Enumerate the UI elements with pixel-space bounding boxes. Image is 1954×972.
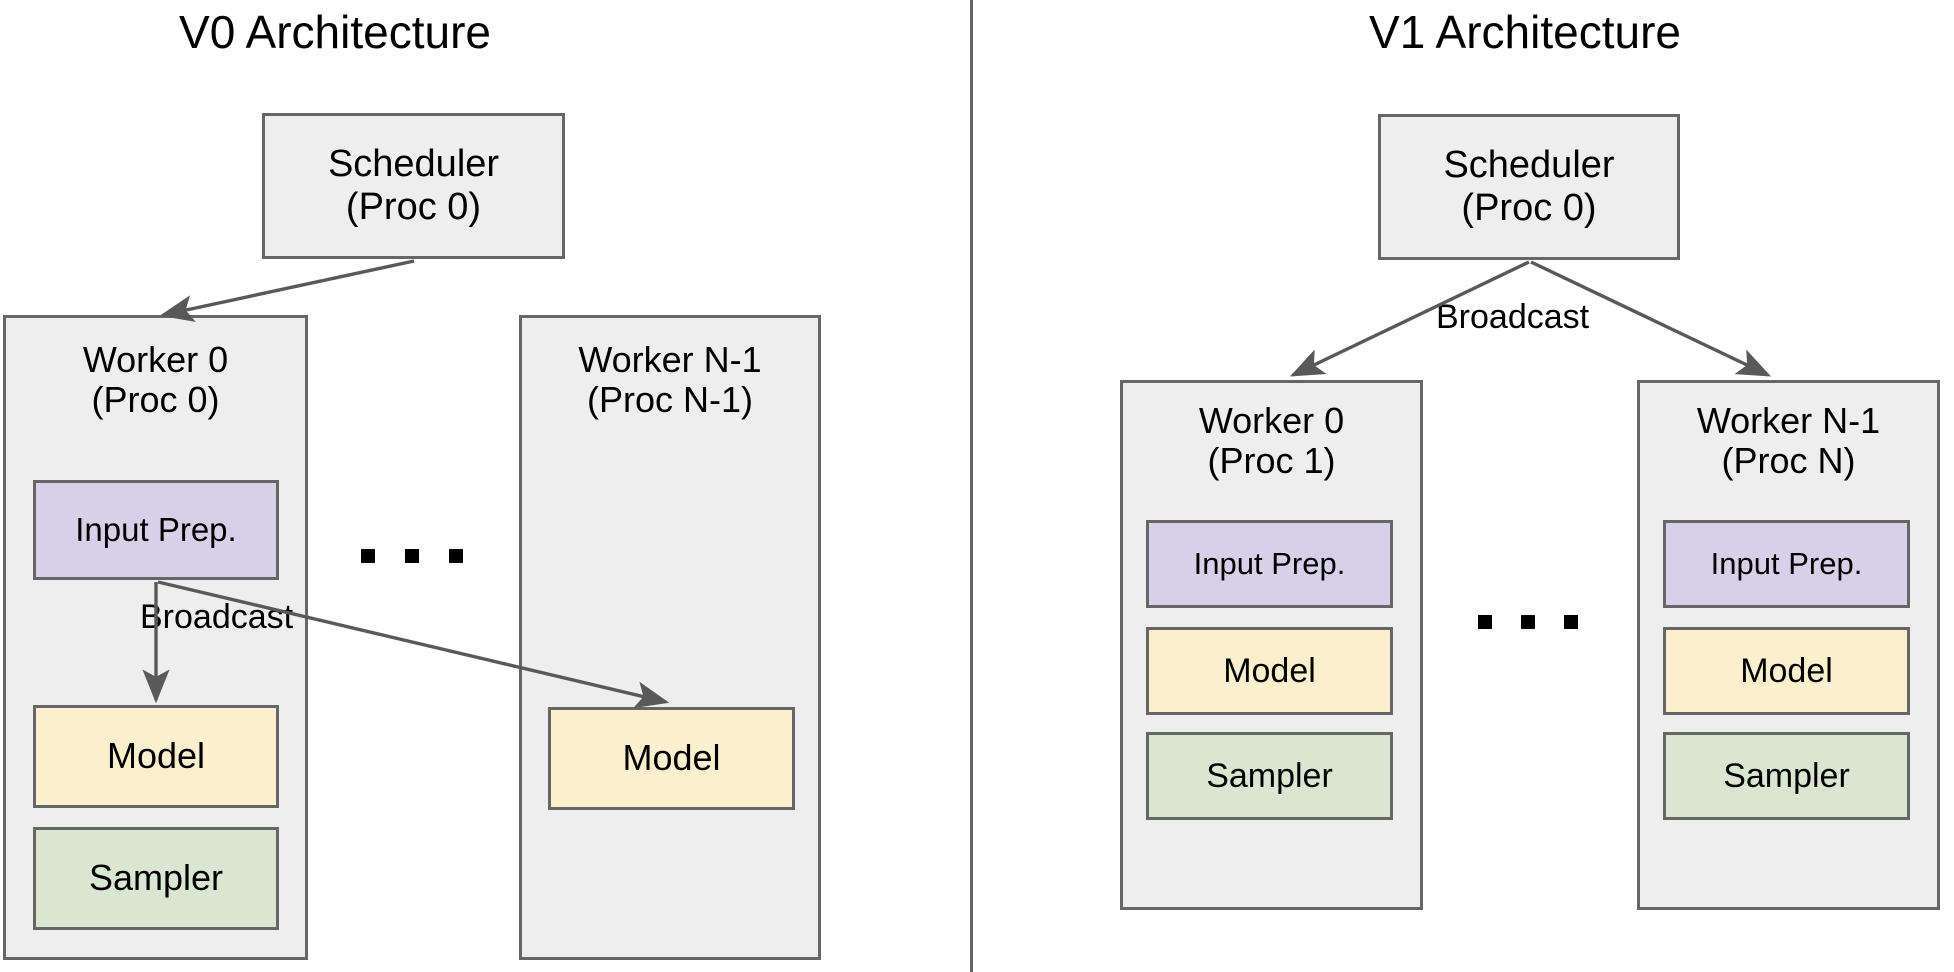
- v0-worker-0-sampler-label: Sampler: [88, 857, 224, 899]
- v0-worker-n-1-group[interactable]: Worker N-1 (Proc N-1): [519, 315, 821, 960]
- v0-worker-n-1-model-label: Model: [622, 737, 721, 779]
- v0-worker-0-model-label: Model: [106, 735, 206, 777]
- v0-scheduler-label: Scheduler (Proc 0): [327, 143, 500, 228]
- v0-edge-scheduler-to-worker0: [159, 259, 415, 322]
- v0-worker-n-1-model-box[interactable]: Model: [548, 707, 795, 810]
- v0-panel-title: V0 Architecture: [179, 6, 491, 58]
- v0-worker-0-model-box[interactable]: Model: [33, 705, 279, 808]
- v1-worker-0-sampler-label: Sampler: [1206, 756, 1333, 795]
- v1-worker-0-input-prep-box[interactable]: Input Prep.: [1146, 520, 1393, 608]
- v0-worker-0-input-prep-box[interactable]: Input Prep.: [33, 480, 279, 580]
- v0-scheduler-box[interactable]: Scheduler (Proc 0): [262, 113, 565, 259]
- v1-scheduler-box[interactable]: Scheduler (Proc 0): [1378, 114, 1680, 260]
- v1-worker-0-sampler-box[interactable]: Sampler: [1146, 732, 1393, 820]
- v0-worker-0-title: Worker 0 (Proc 0): [82, 339, 229, 421]
- v1-worker-0-model-label: Model: [1223, 651, 1316, 690]
- v1-worker-n-1-sampler-label: Sampler: [1723, 756, 1850, 795]
- v1-worker-n-1-sampler-box[interactable]: Sampler: [1663, 732, 1910, 820]
- v1-worker-0-model-box[interactable]: Model: [1146, 627, 1393, 715]
- v0-ellipsis: [361, 549, 463, 563]
- v1-panel-title: V1 Architecture: [1369, 6, 1681, 58]
- v1-worker-n-1-model-label: Model: [1740, 651, 1833, 690]
- v1-worker-n-1-title: Worker N-1 (Proc N): [1696, 400, 1881, 482]
- v1-worker-n-1-input-prep-box[interactable]: Input Prep.: [1663, 520, 1910, 608]
- v0-worker-0-input-prep-label: Input Prep.: [75, 510, 237, 548]
- v1-ellipsis: [1478, 615, 1578, 629]
- v0-worker-0-sampler-box[interactable]: Sampler: [33, 827, 279, 930]
- v1-worker-0-title: Worker 0 (Proc 1): [1198, 400, 1345, 482]
- panel-divider: [970, 0, 973, 972]
- v0-broadcast-label: Broadcast: [140, 598, 294, 636]
- v1-worker-n-1-model-box[interactable]: Model: [1663, 627, 1910, 715]
- v1-broadcast-label: Broadcast: [1436, 298, 1590, 336]
- v1-worker-0-input-prep-label: Input Prep.: [1193, 545, 1346, 581]
- v1-worker-n-1-input-prep-label: Input Prep.: [1710, 545, 1863, 581]
- v1-scheduler-label: Scheduler (Proc 0): [1443, 144, 1615, 229]
- v0-worker-n-1-title: Worker N-1 (Proc N-1): [578, 339, 762, 421]
